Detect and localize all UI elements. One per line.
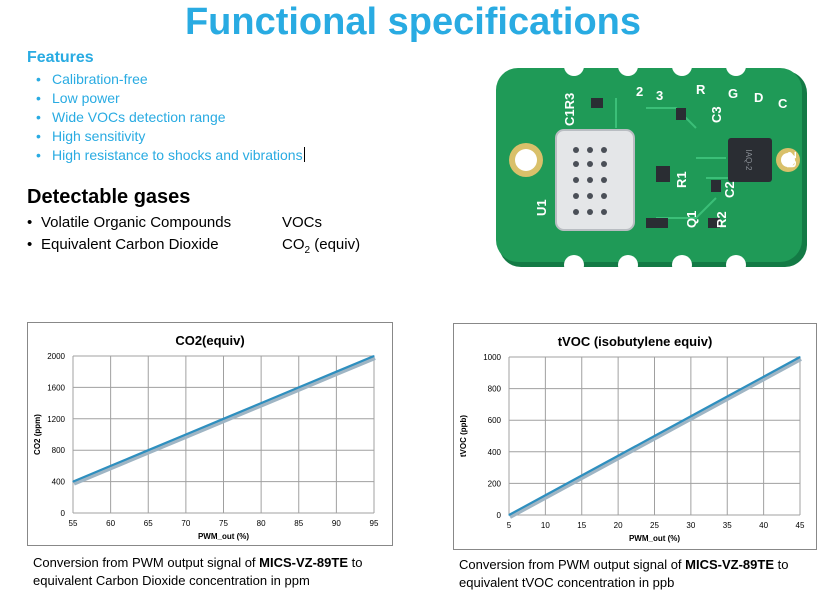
x-axis-label: PWM_out (%) — [629, 534, 680, 543]
svg-text:G: G — [728, 86, 738, 101]
page-title: Functional specifications — [184, 1, 642, 43]
x-tick-label: 70 — [181, 519, 190, 528]
x-tick-label: 65 — [144, 519, 153, 528]
data-point — [110, 465, 112, 467]
x-tick-label: 30 — [686, 521, 695, 530]
series-line-shadow — [509, 357, 802, 519]
x-tick-label: 45 — [796, 521, 805, 530]
x-tick-label: 90 — [332, 519, 341, 528]
svg-text:R: R — [696, 82, 706, 97]
svg-text:U1: U1 — [534, 199, 549, 216]
x-tick-label: 55 — [69, 519, 78, 528]
sensor-board-image: IAQ-2 C1R3 U1 U2 R1 R2 C2 C3 Q1 2 3 R G … — [496, 56, 814, 278]
data-point — [653, 435, 656, 437]
data-point — [763, 376, 765, 378]
y-tick-label: 1000 — [483, 353, 501, 362]
text-cursor — [303, 147, 305, 162]
data-point — [147, 449, 149, 451]
data-point — [298, 386, 300, 388]
feature-item: Calibration-free — [36, 70, 305, 89]
feature-item-last[interactable]: High resistance to shocks and vibrations — [36, 146, 305, 165]
data-point — [799, 356, 801, 358]
data-point — [726, 395, 728, 398]
data-point — [72, 481, 74, 483]
x-axis-label: PWM_out (%) — [198, 532, 249, 541]
caption-co2: Conversion from PWM output signal of MIC… — [33, 555, 363, 588]
x-tick-label: 80 — [257, 519, 266, 528]
x-tick-label: 10 — [541, 521, 550, 530]
x-tick-label: 35 — [723, 521, 732, 530]
feature-item: High sensitivity — [36, 127, 305, 146]
data-point — [260, 402, 262, 404]
x-tick-label: 95 — [370, 519, 379, 528]
y-tick-label: 1200 — [47, 415, 65, 424]
data-point — [617, 455, 619, 457]
chart-co2: CO2(equiv) 55 60 65 70 75 80 85 90 95 0 400 800 1200 1… — [27, 322, 393, 546]
gas-name: Volatile Organic Compounds — [41, 214, 232, 231]
feature-item: Low power — [36, 89, 305, 108]
svg-text:C: C — [778, 96, 788, 111]
x-tick-label: 25 — [650, 521, 659, 530]
caption-tvoc: Conversion from PWM output signal of MIC… — [459, 557, 789, 590]
svg-text:C3: C3 — [709, 106, 724, 123]
svg-text:Q1: Q1 — [684, 211, 699, 228]
y-tick-label: 1600 — [47, 383, 65, 392]
chart-title: CO2(equiv) — [175, 333, 244, 348]
co2-chart-svg: CO2(equiv) 55 60 65 70 75 80 85 90 95 0 400 800 1200 1… — [33, 333, 379, 541]
gas-abbr: CO2 (equiv) — [282, 236, 361, 256]
svg-text:3: 3 — [656, 88, 663, 103]
data-point — [508, 514, 510, 516]
gas-row: •Volatile Organic Compounds — [27, 214, 232, 231]
data-point — [373, 355, 375, 357]
y-tick-label: 600 — [488, 416, 502, 425]
y-tick-label: 400 — [488, 448, 502, 457]
x-tick-label: 85 — [294, 519, 303, 528]
y-tick-label: 200 — [488, 479, 502, 488]
svg-text:2: 2 — [636, 84, 643, 99]
gas-name: Equivalent Carbon Dioxide — [41, 236, 219, 253]
x-tick-label: 20 — [614, 521, 623, 530]
data-point — [581, 474, 583, 477]
data-point — [185, 433, 187, 436]
data-point — [690, 415, 692, 417]
features-list: Calibration-free Low power Wide VOCs det… — [36, 70, 305, 165]
data-point — [544, 494, 546, 496]
data-point — [335, 371, 337, 373]
chart-tvoc: tVOC (isobutylene equiv) 5 10 15 20 25 30 35 40 4… — [453, 323, 817, 550]
tvoc-chart-svg: tVOC (isobutylene equiv) 5 10 15 20 25 30 35 40 4… — [459, 334, 805, 543]
feature-item: Wide VOCs detection range — [36, 108, 305, 127]
features-heading: Features — [27, 49, 94, 66]
svg-text:C2: C2 — [722, 181, 737, 198]
x-tick-label: 15 — [577, 521, 586, 530]
series-line-shadow — [73, 356, 376, 486]
y-tick-label: 800 — [52, 446, 66, 455]
y-tick-label: 0 — [497, 511, 502, 520]
gas-row: •Equivalent Carbon Dioxide — [27, 236, 219, 253]
x-tick-label: 5 — [507, 521, 512, 530]
gases-heading: Detectable gases — [27, 186, 191, 208]
svg-text:R1: R1 — [674, 171, 689, 188]
data-point — [222, 418, 225, 420]
feature-item-text: High resistance to shocks and vibrations — [52, 147, 303, 163]
x-tick-label: 40 — [759, 521, 768, 530]
y-axis-label: CO2 (ppm) — [33, 414, 42, 455]
y-tick-label: 400 — [52, 478, 66, 487]
svg-text:C1R3: C1R3 — [562, 93, 577, 126]
svg-text:IAQ-2: IAQ-2 — [744, 150, 753, 171]
y-axis-label: tVOC (ppb) — [459, 415, 468, 458]
y-tick-label: 800 — [488, 385, 502, 394]
x-tick-label: 60 — [106, 519, 115, 528]
x-tick-label: 75 — [219, 519, 228, 528]
y-tick-label: 2000 — [47, 352, 65, 361]
svg-text:D: D — [754, 90, 763, 105]
svg-text:U2: U2 — [784, 151, 799, 168]
gas-abbr: VOCs — [282, 214, 323, 231]
svg-text:R2: R2 — [714, 211, 729, 228]
y-tick-label: 0 — [61, 509, 66, 518]
chart-title: tVOC (isobutylene equiv) — [558, 334, 713, 349]
